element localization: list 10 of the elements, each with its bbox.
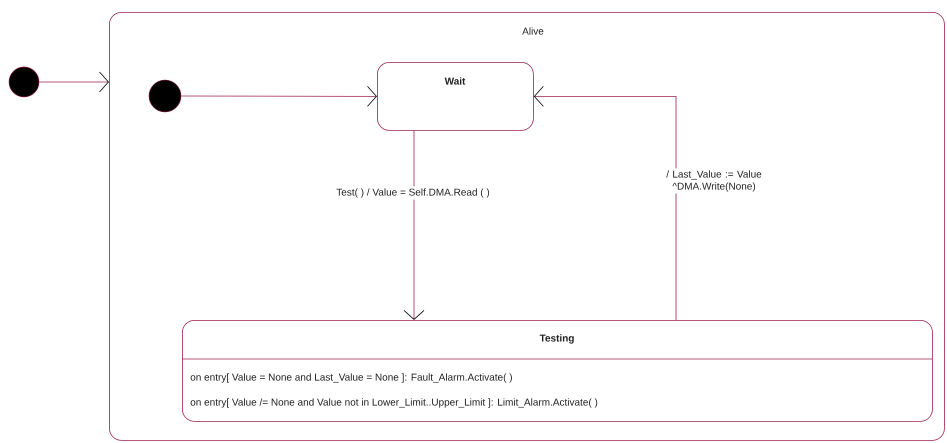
initial-state-dot [148,80,182,112]
initial-state-dot [8,66,40,98]
transition-arrow [404,130,424,320]
transition-arrow [534,86,676,320]
edge-label: Test( ) / Value = Self.DMA.Read ( ) [336,188,490,198]
state-box: Wait [377,62,534,131]
state-box: Testing on entry[ Value = None and Last_Value = None ]: Fault_Alarm.Activate( ) on entry[ Value /= None and Value not in Lower_Limit..Upper_Limit ]: Limit_Alarm.Activate( ) [182,320,933,422]
transition-arrow [38,72,110,92]
edge-label: / Last_Value := Value ^DMA.Write(None) [666,170,762,192]
transition-arrow [180,86,377,107]
